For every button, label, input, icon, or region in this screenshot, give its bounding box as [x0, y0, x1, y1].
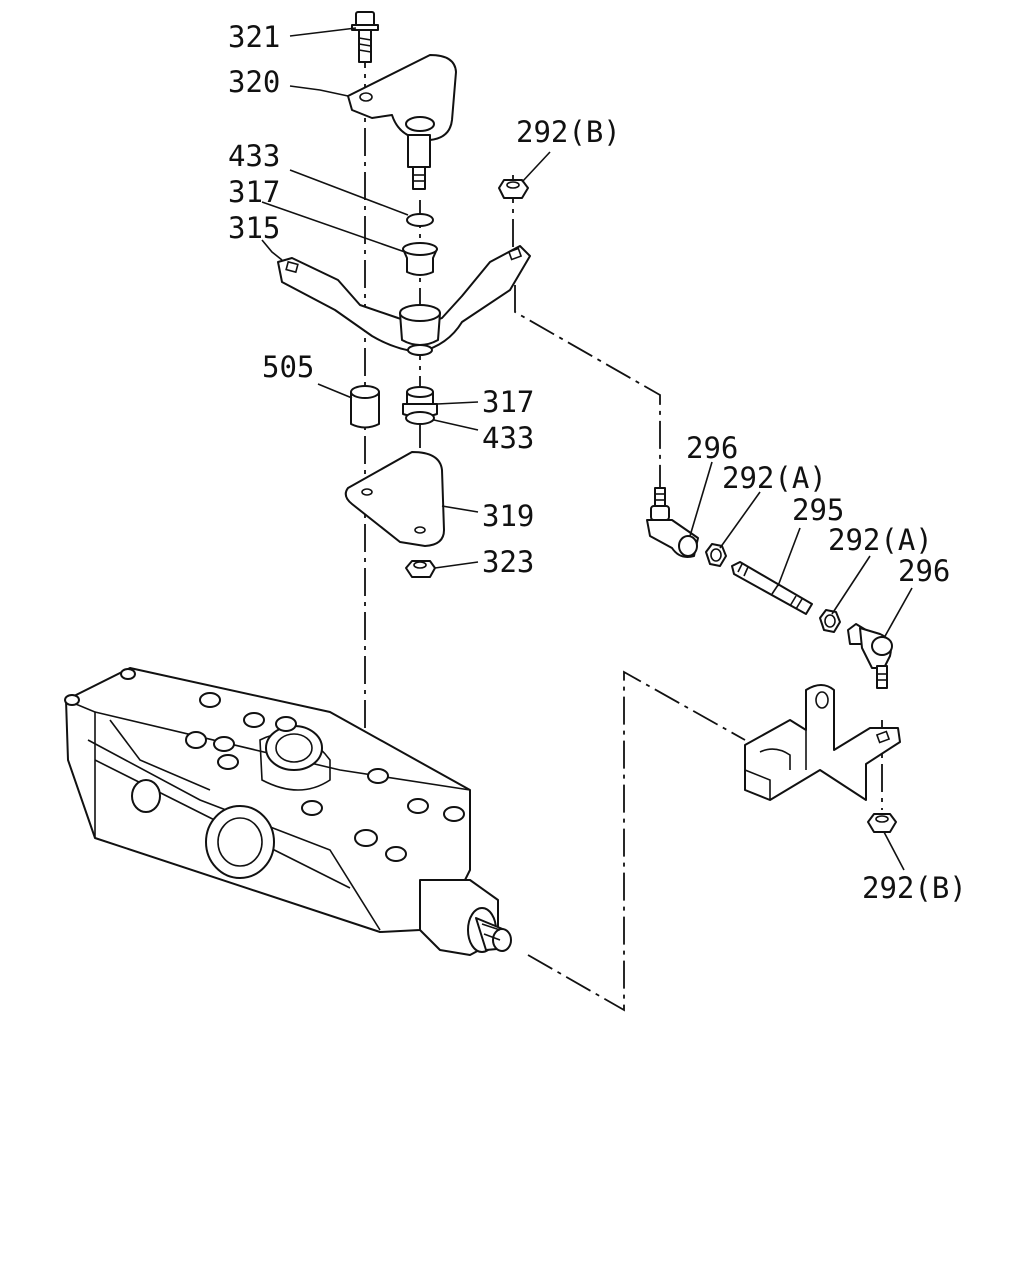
ball-joint-296-right[interactable] [847, 623, 893, 689]
nut-323[interactable] [405, 560, 436, 578]
steering-gear-box[interactable] [64, 667, 512, 956]
mounting-bracket[interactable] [744, 684, 901, 801]
callout-433-top: 433 [228, 139, 280, 173]
callout-433-bottom: 433 [482, 421, 534, 455]
callout-295: 295 [792, 493, 844, 527]
callout-317-bottom: 317 [482, 385, 534, 419]
callout-315: 315 [228, 211, 280, 245]
callout-292b-top: 292(B) [516, 115, 621, 149]
callout-labels: 321 320 433 317 315 292(B) 505 317 433 3… [228, 20, 967, 905]
bolt-321[interactable] [351, 11, 379, 63]
callout-296-right: 296 [898, 554, 950, 588]
nut-292a-right[interactable] [819, 609, 841, 633]
leader-lines [261, 27, 913, 871]
callout-319: 319 [482, 499, 534, 533]
o-ring-433-top[interactable] [406, 213, 434, 227]
callout-317-top: 317 [228, 175, 280, 209]
callout-505: 505 [262, 350, 314, 384]
callout-323: 323 [482, 545, 534, 579]
callout-292a-right: 292(A) [828, 523, 933, 557]
nut-292a-left[interactable] [705, 543, 727, 567]
o-ring-433-bottom[interactable] [405, 411, 435, 425]
rod-295[interactable] [731, 561, 813, 615]
callout-320: 320 [228, 65, 280, 99]
callout-321: 321 [228, 20, 280, 54]
plate-315[interactable] [277, 245, 531, 356]
bushing-317-top[interactable] [402, 242, 438, 276]
nut-292b-bottom[interactable] [867, 813, 897, 833]
bracket-320[interactable] [347, 54, 457, 190]
ball-joint-296-left[interactable] [646, 487, 699, 558]
plate-319[interactable] [344, 451, 445, 547]
spacer-505[interactable] [350, 385, 380, 429]
nut-292b-top[interactable] [498, 179, 529, 199]
callout-292a-left: 292(A) [722, 461, 827, 495]
callout-292b-bottom: 292(B) [862, 871, 967, 905]
callout-296-left: 296 [686, 431, 738, 465]
